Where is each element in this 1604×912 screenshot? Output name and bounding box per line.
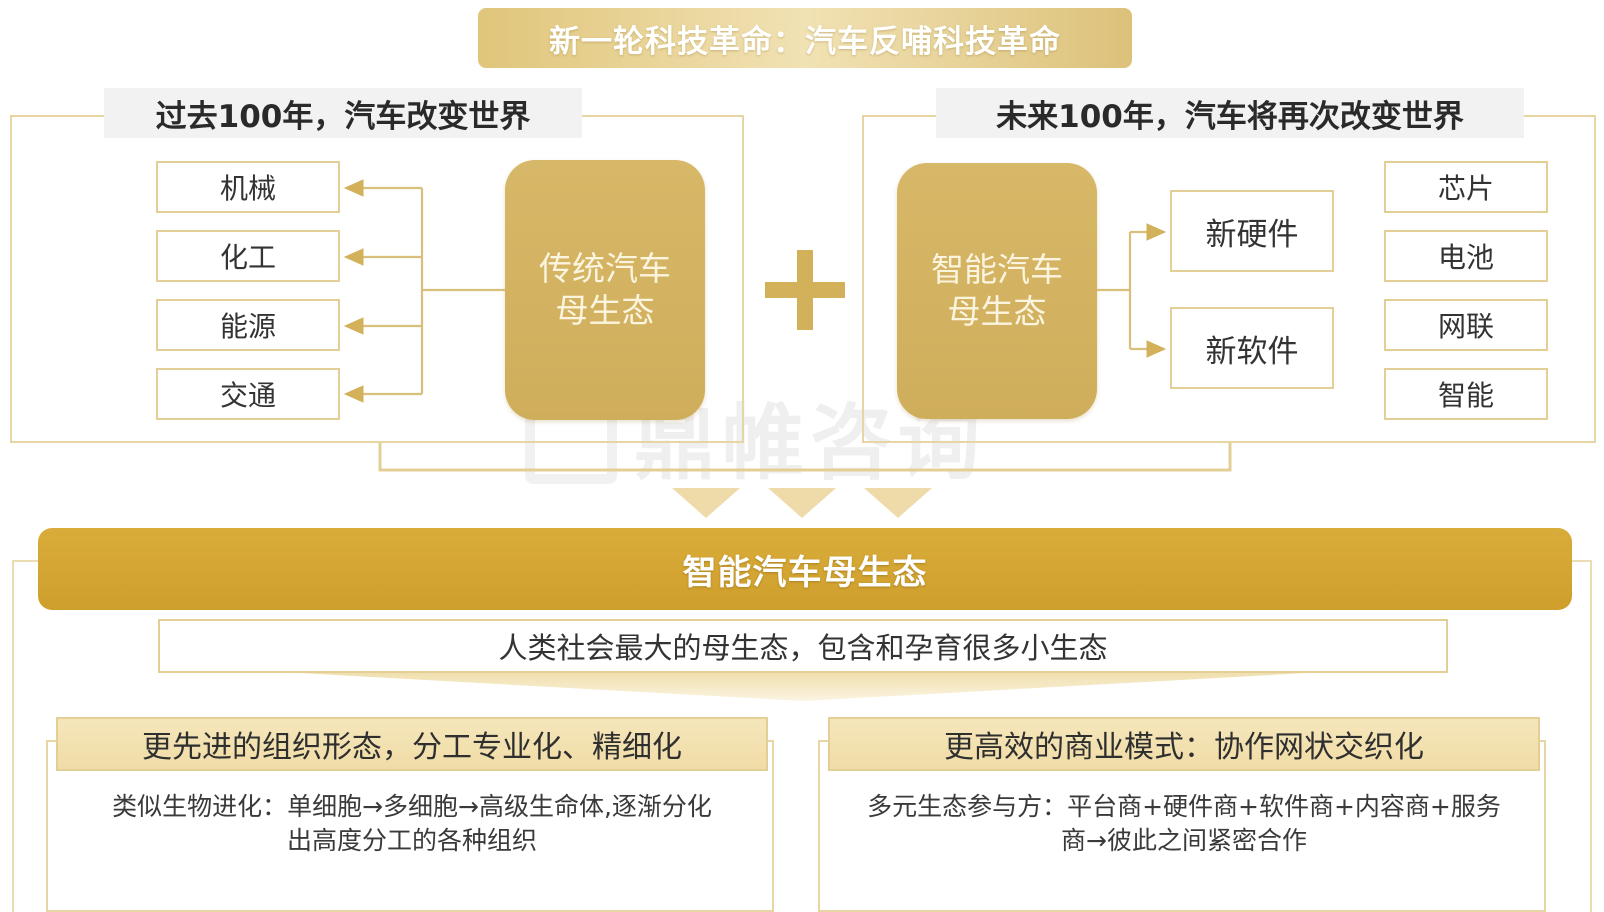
bottom-right-body-line2: 商→彼此之间紧密合作 (1061, 826, 1307, 855)
plus-icon (765, 250, 845, 330)
bottom-left-card-header: 更先进的组织形态，分工专业化、精细化 (56, 717, 768, 771)
right-item-intelligence: 智能 (1384, 368, 1548, 420)
down-arrow-icon (864, 488, 932, 518)
traditional-auto-label-line1: 传统汽车 (539, 249, 671, 288)
left-item-transport: 交通 (156, 368, 340, 420)
smart-auto-label-line1: 智能汽车 (931, 250, 1063, 289)
down-arrow-icon (672, 488, 740, 518)
bottom-right-card-header: 更高效的商业模式：协作网状交织化 (828, 717, 1540, 771)
main-banner-title: 智能汽车母生态 (38, 528, 1572, 610)
bottom-left-card-body: 类似生物进化：单细胞→多细胞→高级生命体,逐渐分化 出高度分工的各种组织 (56, 790, 768, 870)
traditional-auto-ecosystem-box: 传统汽车 母生态 (505, 160, 705, 420)
left-item-chemical: 化工 (156, 230, 340, 282)
bottom-right-body-line1: 多元生态参与方：平台商+硬件商+软件商+内容商+服务 (867, 792, 1501, 821)
left-panel-header: 过去100年，汽车改变世界 (104, 88, 582, 138)
left-item-mechanical: 机械 (156, 161, 340, 213)
top-banner-title: 新一轮科技革命：汽车反哺科技革命 (478, 8, 1132, 68)
right-item-battery: 电池 (1384, 230, 1548, 282)
right-panel-header: 未来100年，汽车将再次改变世界 (936, 88, 1524, 138)
bottom-left-body-line2: 出高度分工的各种组织 (286, 826, 537, 855)
right-item-connectivity: 网联 (1384, 299, 1548, 351)
smart-auto-label-line2: 母生态 (947, 292, 1047, 331)
smart-auto-ecosystem-box: 智能汽车 母生态 (897, 163, 1097, 419)
bottom-left-body-line1: 类似生物进化：单细胞→多细胞→高级生命体,逐渐分化 (112, 792, 712, 821)
left-item-energy: 能源 (156, 299, 340, 351)
traditional-auto-label-line2: 母生态 (555, 291, 655, 330)
sub-banner-text: 人类社会最大的母生态，包含和孕育很多小生态 (158, 619, 1448, 673)
right-item-chip: 芯片 (1384, 161, 1548, 213)
down-arrow-icon (768, 488, 836, 518)
right-item-new-software: 新软件 (1170, 307, 1334, 389)
bottom-right-card-body: 多元生态参与方：平台商+硬件商+软件商+内容商+服务 商→彼此之间紧密合作 (828, 790, 1540, 870)
right-item-new-hardware: 新硬件 (1170, 190, 1334, 272)
